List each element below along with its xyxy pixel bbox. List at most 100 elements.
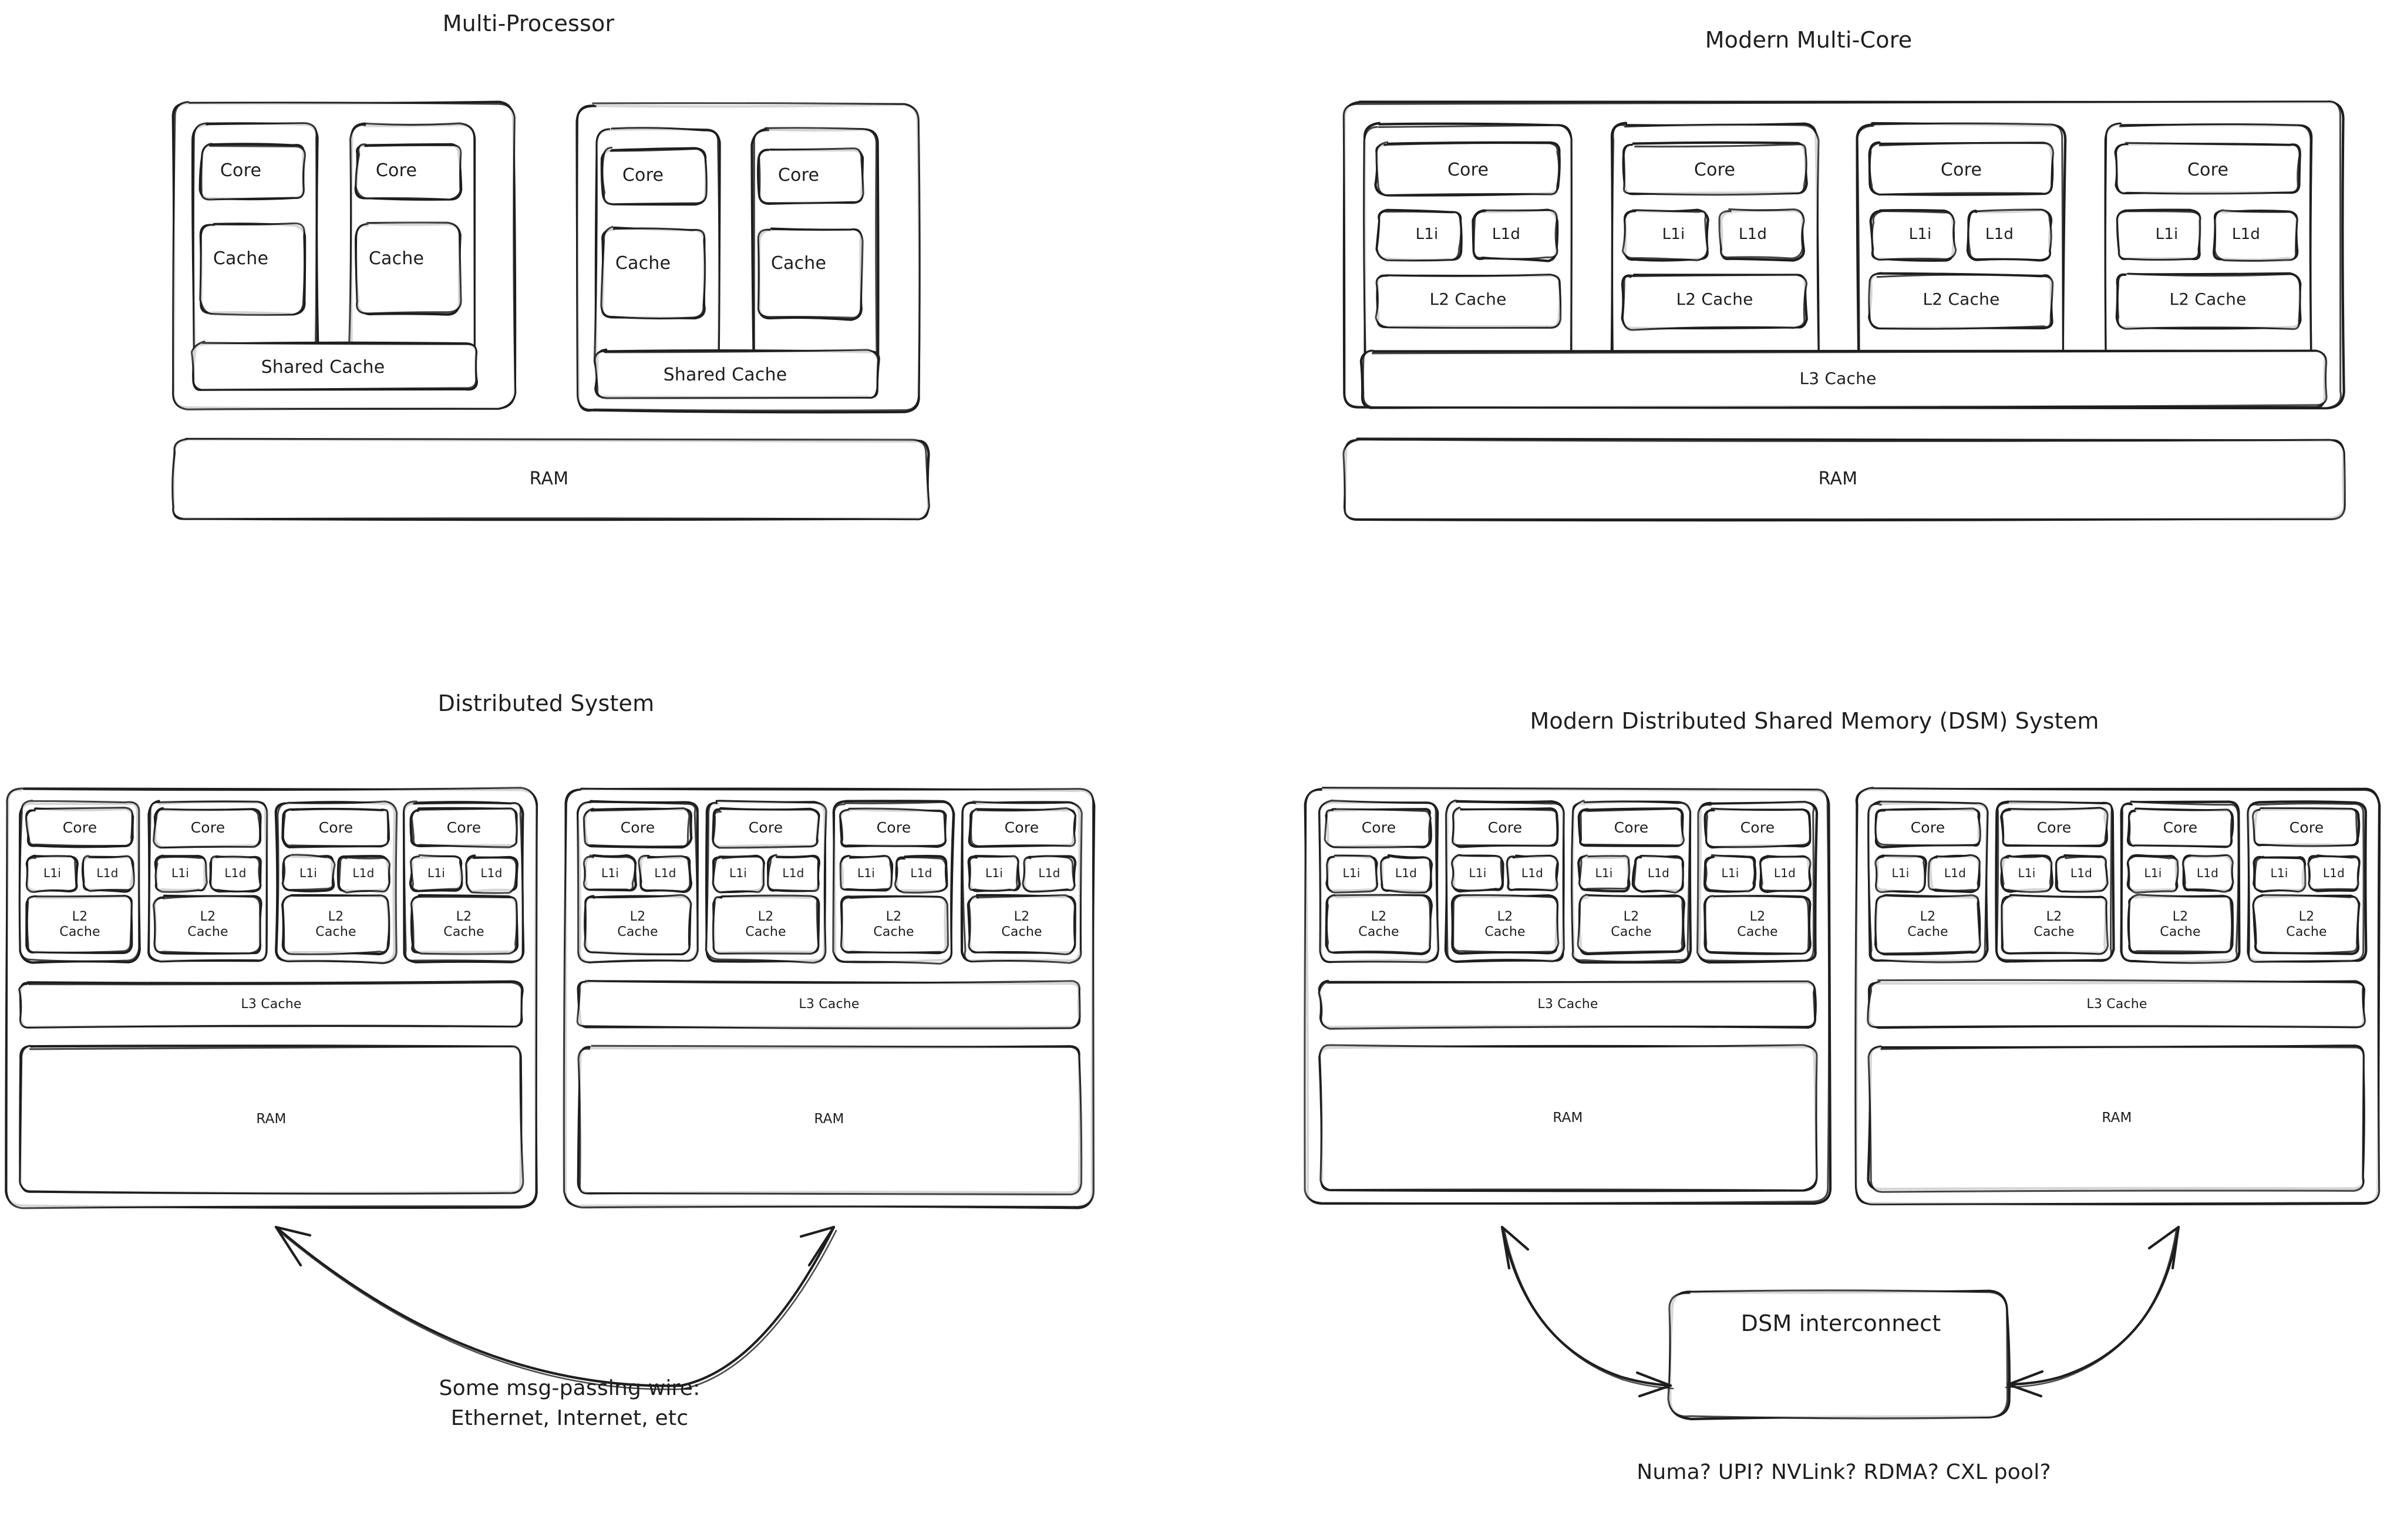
dsm-0-l2-box-1 bbox=[1450, 894, 1560, 955]
dsm-0-l1i-box-3 bbox=[1703, 854, 1757, 893]
dsm-1-l3-box bbox=[1867, 979, 2366, 1029]
ds-1-l2-box-2 bbox=[840, 895, 949, 955]
distributed-link-arrow bbox=[274, 1225, 836, 1387]
mc-l3-box bbox=[1359, 349, 2328, 409]
ds-0-ram-box bbox=[19, 1044, 524, 1195]
dsm-0-core-box-0 bbox=[1324, 808, 1432, 849]
ds-1-l2-box-3 bbox=[967, 894, 1076, 956]
dsm-0-core-box-3 bbox=[1703, 807, 1812, 849]
ds-1-l2-box-0 bbox=[584, 894, 692, 956]
ds-1-core-box-1 bbox=[712, 807, 820, 849]
ds-1-l1i-box-2 bbox=[839, 855, 894, 892]
ds-0-l1i-box-0 bbox=[25, 854, 79, 894]
dsm-1-l1d-box-2 bbox=[2181, 854, 2234, 893]
dsm-1-l1i-box-3 bbox=[2253, 855, 2307, 893]
mc-l1d-box-1 bbox=[1718, 208, 1805, 262]
ds-0-l1d-box-3 bbox=[464, 854, 519, 894]
mp-core-box-1 bbox=[354, 143, 463, 201]
ds-1-l1i-box-0 bbox=[583, 854, 637, 892]
ds-0-l1d-box-2 bbox=[336, 855, 391, 894]
dsm-arrowhead-left-box bbox=[1635, 1371, 1672, 1398]
mp-core-box-0 bbox=[198, 143, 306, 201]
ds-1-l1d-box-2 bbox=[894, 855, 948, 894]
dsm-1-core-box-2 bbox=[2126, 807, 2234, 848]
mp-core-box-3 bbox=[757, 147, 864, 205]
dsm-1-core-box-3 bbox=[2251, 807, 2361, 847]
dsm-0-l1d-box-1 bbox=[1506, 854, 1559, 892]
mc-l2-box-0 bbox=[1375, 274, 1562, 329]
dsm-0-core-box-2 bbox=[1577, 807, 1685, 847]
dsm-1-l1d-box-1 bbox=[2055, 854, 2109, 893]
ds-0-l1i-box-2 bbox=[281, 854, 336, 892]
dsm-arrow-right bbox=[2006, 1225, 2180, 1386]
dsm-arrow-left-echo bbox=[1503, 1229, 1674, 1390]
dsm-interconnect-box[interactable] bbox=[1667, 1289, 2011, 1421]
dsm-0-l2-box-3 bbox=[1703, 895, 1812, 955]
mc-l1d-box-2 bbox=[1966, 208, 2053, 262]
mc-core-box-1 bbox=[1622, 141, 1808, 196]
dsm-1-ram-box bbox=[1867, 1044, 2365, 1193]
dsm-1-l2-box-3 bbox=[2252, 894, 2361, 955]
mc-l1i-box-2 bbox=[1869, 209, 1957, 262]
mc-l1i-box-0 bbox=[1375, 208, 1463, 262]
dsm-1-l1d-box-0 bbox=[1927, 854, 1981, 894]
dsm-0-l1i-box-0 bbox=[1325, 854, 1379, 894]
ds-1-l1d-box-0 bbox=[638, 854, 693, 894]
mp-ram-box bbox=[171, 437, 931, 521]
mp-cache-box-2 bbox=[600, 225, 706, 320]
mp-shared-cache-0 bbox=[190, 341, 478, 391]
ds-0-core-box-1 bbox=[152, 807, 262, 849]
dsm-1-core-box-1 bbox=[2000, 807, 2109, 847]
mp-cache-box-1 bbox=[355, 221, 462, 316]
dsm-1-core-box-0 bbox=[1874, 807, 1981, 849]
ds-0-l1d-box-0 bbox=[81, 855, 135, 893]
mc-l2-box-2 bbox=[1868, 272, 2054, 330]
ds-1-l1i-box-3 bbox=[967, 855, 1021, 892]
dsm-1-l1d-box-3 bbox=[2307, 854, 2361, 892]
ds-1-l3-box bbox=[576, 980, 1081, 1030]
dsm-0-l1d-box-2 bbox=[1631, 854, 1685, 894]
mc-l2-box-3 bbox=[2115, 272, 2302, 331]
mc-core-box-2 bbox=[1868, 141, 2055, 196]
distributed-arrowhead-left bbox=[274, 1225, 312, 1267]
ds-1-l1i-box-1 bbox=[712, 854, 766, 894]
mc-die-outline bbox=[1342, 100, 2345, 410]
ds-1-ram-box bbox=[577, 1044, 1083, 1196]
dsm-arrowhead-left-top bbox=[1500, 1225, 1530, 1270]
mc-core-box-0 bbox=[1374, 141, 1561, 197]
mp-core-box-2 bbox=[600, 146, 708, 206]
ds-0-l2-box-1 bbox=[152, 894, 262, 955]
ds-1-l2-box-1 bbox=[712, 894, 820, 955]
dsm-0-ram-box bbox=[1318, 1044, 1818, 1192]
ds-0-l1d-box-1 bbox=[208, 855, 262, 893]
distributed-arrowhead-right bbox=[799, 1225, 836, 1267]
mc-l1i-box-1 bbox=[1621, 208, 1709, 262]
dsm-0-l2-box-2 bbox=[1577, 894, 1686, 956]
dsm-1-l2-box-2 bbox=[2127, 894, 2234, 955]
ds-0-l1i-box-1 bbox=[154, 854, 208, 893]
mc-core-box-3 bbox=[2114, 141, 2301, 195]
mp-shared-cache-1 bbox=[594, 348, 880, 399]
mp-cache-box-3 bbox=[757, 227, 864, 321]
ds-1-core-box-2 bbox=[839, 807, 947, 848]
ds-0-l2-box-2 bbox=[281, 894, 390, 956]
ds-1-core-box-3 bbox=[968, 807, 1077, 848]
dsm-1-l1i-box-0 bbox=[1874, 854, 1927, 894]
mc-l1d-box-0 bbox=[1472, 208, 1559, 262]
ds-0-l1i-box-3 bbox=[409, 854, 463, 892]
ds-1-core-box-0 bbox=[583, 807, 693, 849]
dsm-1-l2-box-0 bbox=[1874, 894, 1981, 956]
distributed-link-arrow-echo bbox=[277, 1229, 837, 1390]
ds-0-l2-box-0 bbox=[25, 895, 133, 955]
dsm-0-l2-box-0 bbox=[1325, 894, 1433, 956]
dsm-arrow-left bbox=[1500, 1225, 1672, 1387]
dsm-0-l1i-box-1 bbox=[1450, 854, 1504, 893]
mc-l2-box-1 bbox=[1621, 274, 1808, 331]
mc-l1d-box-3 bbox=[2213, 209, 2299, 262]
dsm-0-l3-box bbox=[1318, 979, 1817, 1030]
ds-0-l3-box bbox=[18, 980, 524, 1029]
dsm-0-l1i-box-2 bbox=[1577, 854, 1631, 893]
dsm-1-l1i-box-1 bbox=[2000, 854, 2053, 893]
